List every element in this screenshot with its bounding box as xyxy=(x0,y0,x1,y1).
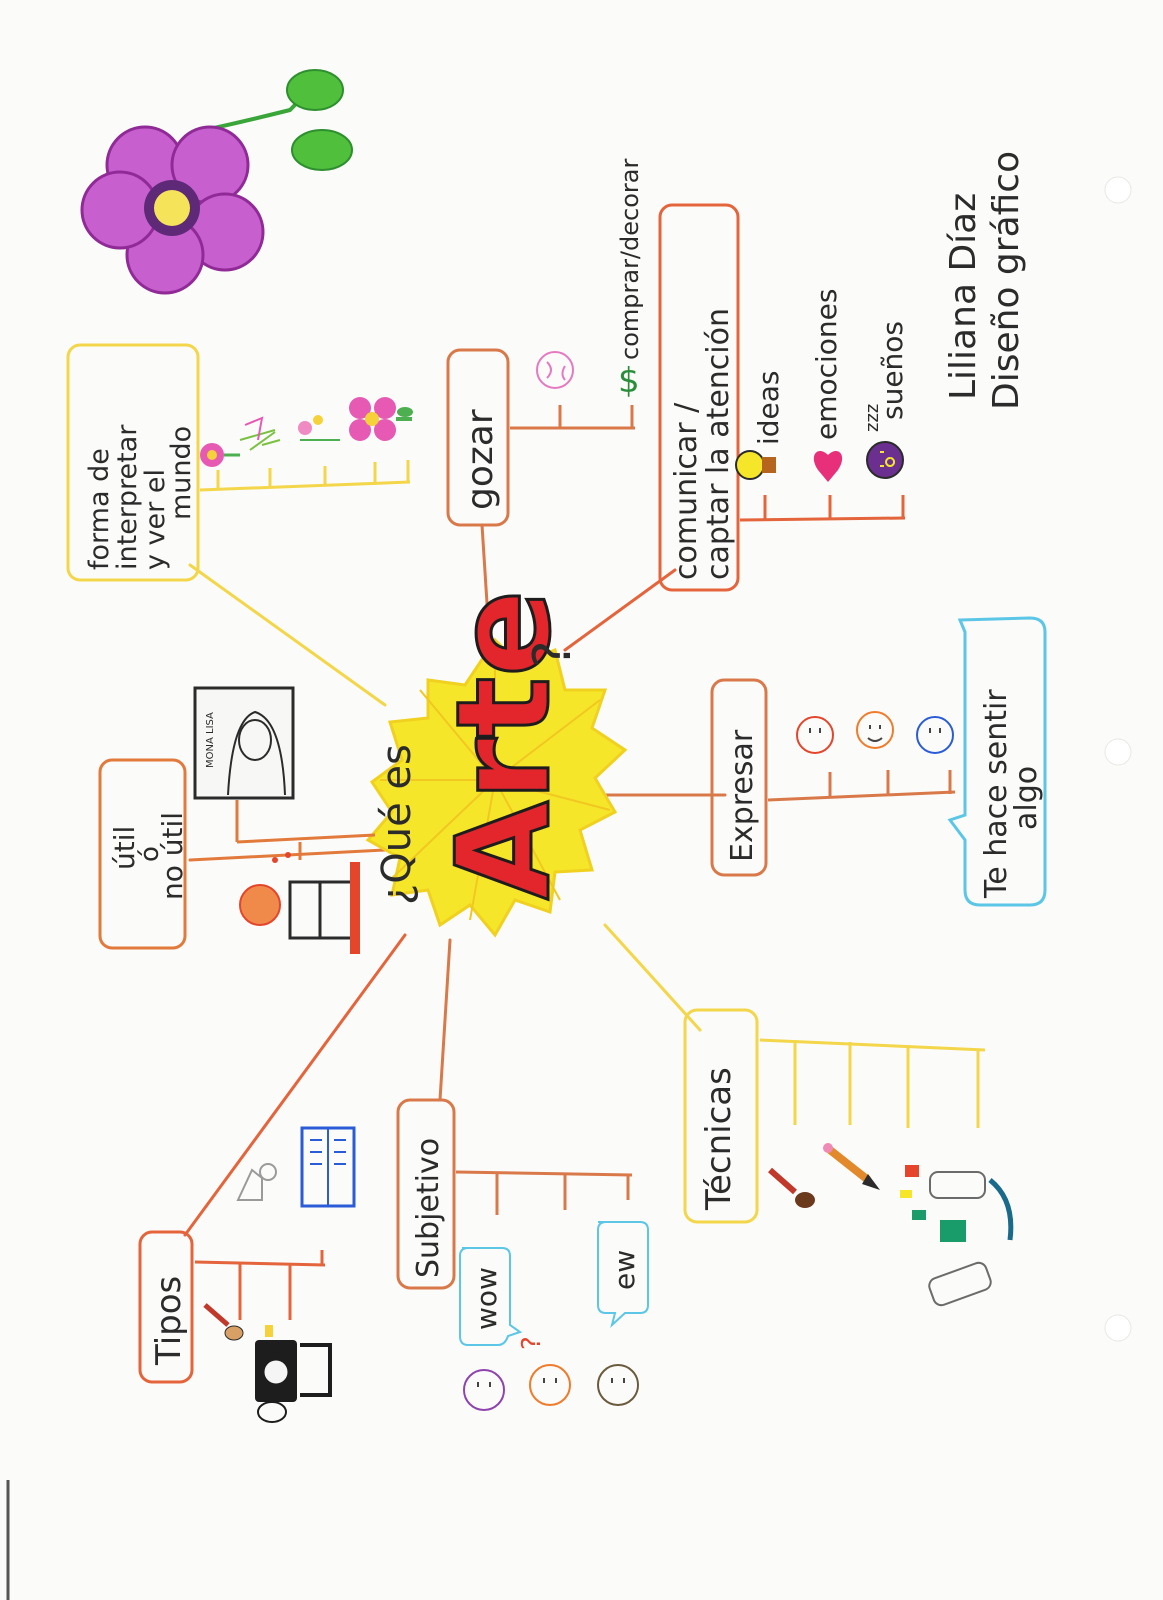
binder-hole xyxy=(1104,1314,1132,1342)
wow-bubble xyxy=(459,1247,523,1346)
branch-sentir: Te hace sentir algo xyxy=(947,616,1047,907)
branch-comunicar: comunicar / captar la atención ideas emo… xyxy=(658,203,909,592)
binder-hole xyxy=(1104,176,1132,204)
gozar-box xyxy=(446,348,510,527)
person-icon xyxy=(239,852,360,954)
leaf-icon xyxy=(291,129,353,171)
sentir-bubble xyxy=(947,616,1047,907)
sculpture-icon xyxy=(236,1163,277,1201)
tecnicas-bracket xyxy=(759,1038,986,1128)
faces-icon xyxy=(463,1364,639,1411)
subjetivo-bracket xyxy=(455,1170,633,1215)
wow-text: wow xyxy=(470,1267,503,1330)
expresar-label: Expresar xyxy=(725,729,760,862)
connector-comunicar xyxy=(563,568,677,652)
connector-tecnicas xyxy=(603,923,702,1032)
heart-icon xyxy=(813,450,843,482)
expresar-box xyxy=(710,678,768,877)
expresar-bracket xyxy=(767,770,956,802)
subjetivo-box xyxy=(396,1098,456,1290)
faces-icon xyxy=(796,711,954,754)
center-word-text: Arte xyxy=(430,590,579,900)
camera-icon xyxy=(255,1325,332,1423)
gozar-label: gozar xyxy=(460,409,501,510)
item-ideas: ideas xyxy=(752,370,785,445)
comunicar-box xyxy=(658,203,740,592)
binder-hole xyxy=(1104,738,1132,766)
spray-can-icon xyxy=(928,1171,992,1307)
forma-line-4: mundo xyxy=(166,426,197,520)
author-block: Liliana Díaz Diseño gráfico xyxy=(943,151,1027,410)
util-line-3: no útil xyxy=(156,812,189,900)
item-emociones: emociones xyxy=(810,289,843,441)
flower-icon xyxy=(80,69,353,295)
book-icon xyxy=(300,1126,356,1208)
tipos-box xyxy=(138,1230,194,1384)
leaf-icon xyxy=(286,69,344,111)
sentir-line-1: Te hace sentir xyxy=(979,689,1014,899)
mona-lisa-caption: MONA LISA xyxy=(205,712,216,768)
paintbrush-icon xyxy=(203,1303,244,1341)
comunicar-line-2: captar la atención xyxy=(701,308,736,580)
branch-tipos: Tipos xyxy=(138,1126,356,1423)
plant-icon xyxy=(200,443,240,467)
util-box xyxy=(98,758,187,950)
forma-line-3: y ver el xyxy=(140,469,171,570)
question-mark: ? xyxy=(517,1336,547,1350)
gozar-bracket xyxy=(510,405,635,430)
ew-text: ew xyxy=(608,1250,641,1290)
tecnicas-box xyxy=(683,1008,759,1224)
mona-lisa-icon: MONA LISA xyxy=(193,686,295,800)
item-suenos: sueños xyxy=(876,321,909,420)
tecnicas-label: Técnicas xyxy=(699,1067,739,1211)
plant-icon xyxy=(239,416,281,451)
gozar-sub: comprar/decorar xyxy=(616,159,644,360)
forma-line-1: forma de xyxy=(84,448,115,570)
util-line-2: ó xyxy=(135,846,165,862)
branch-gozar: gozar $ comprar/decorar xyxy=(446,159,644,527)
tipos-label: Tipos xyxy=(149,1276,189,1366)
sentir-line-2: algo xyxy=(1009,766,1044,830)
author-course: Diseño gráfico xyxy=(986,151,1027,410)
branch-expresar: Expresar xyxy=(710,678,956,877)
connector-forma xyxy=(188,563,387,707)
zzz-text: zzz xyxy=(862,404,883,432)
forma-box xyxy=(66,343,200,582)
plant-icon xyxy=(298,415,340,441)
smiley-icon xyxy=(536,351,574,389)
util-line-1: útil xyxy=(108,826,141,870)
subjetivo-label: Subjetivo xyxy=(411,1138,446,1278)
lightbulb-icon xyxy=(735,450,776,480)
pencil-icon xyxy=(823,1143,880,1190)
connector-tipos xyxy=(183,933,407,1237)
author-name: Liliana Díaz xyxy=(943,193,984,400)
flower-icon xyxy=(349,397,413,441)
dollar-icon: $ xyxy=(618,361,640,401)
connector-gozar xyxy=(480,523,492,652)
comunicar-line-1: comunicar / xyxy=(669,402,704,580)
forma-bracket xyxy=(199,460,411,492)
comunicar-bracket xyxy=(739,495,906,522)
ew-bubble xyxy=(597,1221,649,1329)
burst-rays xyxy=(380,650,611,921)
center-node: ¿Qué es Arte ? xyxy=(365,588,628,938)
branch-forma: forma de interpretar y ver el mundo xyxy=(66,343,413,582)
connector-subjetivo xyxy=(438,938,452,1102)
center-mark-text: ? xyxy=(523,640,583,668)
sleepy-face-icon xyxy=(866,441,904,479)
util-bracket xyxy=(235,800,376,860)
branch-tecnicas: Técnicas xyxy=(683,1008,1014,1307)
center-question-text: ¿Qué es xyxy=(374,744,420,905)
forma-line-2: interpretar xyxy=(112,424,143,570)
tipos-bracket xyxy=(194,1250,326,1320)
branch-util: útil ó no útil MONA LISA xyxy=(98,686,376,954)
sun-burst xyxy=(365,637,628,938)
paintbrush-icon xyxy=(768,1167,815,1208)
paint-splash-icon xyxy=(900,1165,1014,1242)
branch-subjetivo: Subjetivo wow ew ? xyxy=(396,1098,649,1411)
